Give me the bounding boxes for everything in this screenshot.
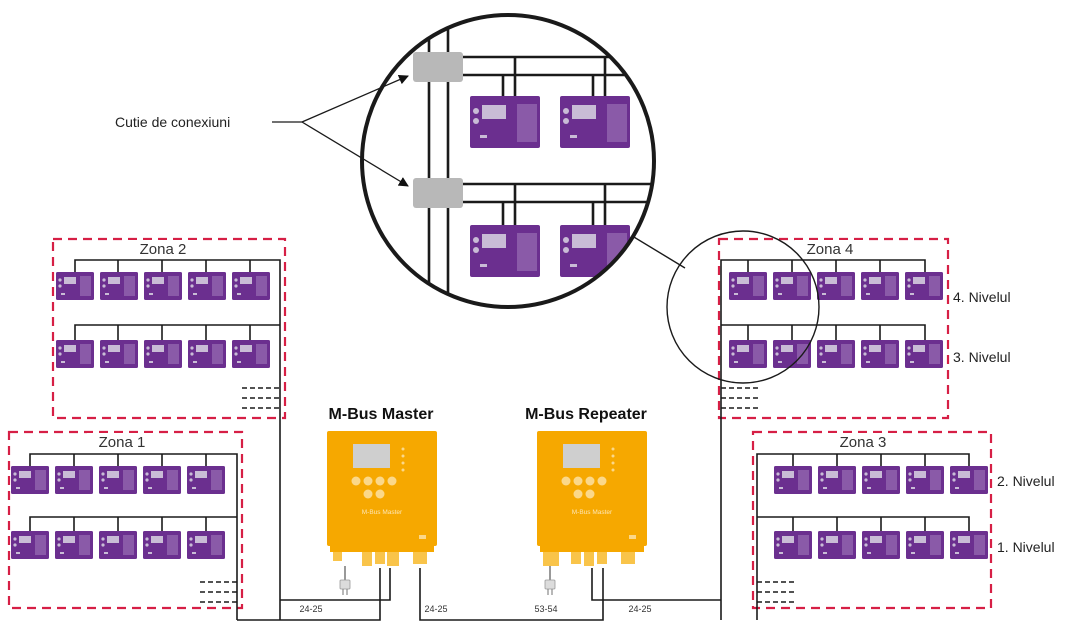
mbus-repeater-device: M-Bus Master [537, 431, 647, 566]
zone-3-level-2-meters [774, 466, 988, 494]
zoom-connector-line [628, 233, 686, 269]
terminal-label-4: 24-25 [628, 604, 651, 614]
zone-2-level-upper-meters [56, 272, 270, 300]
junction-box-lower [413, 178, 463, 208]
zoom-detail-border [360, 13, 656, 309]
repeater-power-plug-icon [544, 566, 556, 595]
junction-box-callout-label: Cutie de conexiuni [115, 114, 230, 130]
zone-3-more-indicator [757, 581, 795, 603]
zone-2-wiring [74, 259, 281, 620]
level-1-label: 1. Nivelul [997, 539, 1055, 555]
zone-2-title: Zona 2 [140, 241, 187, 258]
terminal-label-3: 53-54 [534, 604, 557, 614]
level-4-label: 4. Nivelul [953, 289, 1011, 305]
zone-3-level-1-meters [774, 531, 988, 559]
repeater-body-text: M-Bus Master [572, 509, 613, 516]
zone-4-level-3-meters [729, 340, 943, 368]
zone-1-wiring [29, 453, 238, 620]
zone-3-wiring [756, 453, 970, 620]
zone-1-level-lower-meters [11, 531, 225, 559]
junction-box-upper [413, 52, 463, 82]
bus-wiring [237, 568, 721, 621]
zone-4-level-4-meters [729, 272, 943, 300]
zone-4-more-indicator [721, 387, 758, 409]
zone-2-border [51, 237, 287, 420]
zone-1-border [7, 430, 244, 610]
zone-3-title: Zona 3 [840, 434, 887, 451]
level-2-label: 2. Nivelul [997, 473, 1055, 489]
zone-2-more-indicator [242, 387, 280, 409]
level-3-label: 3. Nivelul [953, 349, 1011, 365]
zone-2-level-lower-meters [56, 340, 270, 368]
master-title: M-Bus Master [329, 406, 434, 423]
terminal-label-1: 24-25 [299, 604, 322, 614]
master-power-plug-icon [339, 566, 351, 595]
zone-4-wiring [720, 259, 926, 620]
master-body-text: M-Bus Master [362, 509, 403, 516]
zone-4-border [717, 237, 950, 420]
zone-3-border [751, 430, 993, 610]
mbus-master-device: M-Bus Master [327, 431, 437, 566]
zone-1-level-upper-meters [11, 466, 225, 494]
zone-4-title: Zona 4 [807, 241, 854, 258]
callout-arrows [272, 74, 409, 187]
terminal-label-2: 24-25 [424, 604, 447, 614]
repeater-title: M-Bus Repeater [525, 406, 647, 423]
zone-1-title: Zona 1 [99, 434, 146, 451]
zoom-source-circle [666, 230, 820, 384]
zone-1-more-indicator [200, 581, 237, 603]
zoom-detail [362, 15, 654, 307]
